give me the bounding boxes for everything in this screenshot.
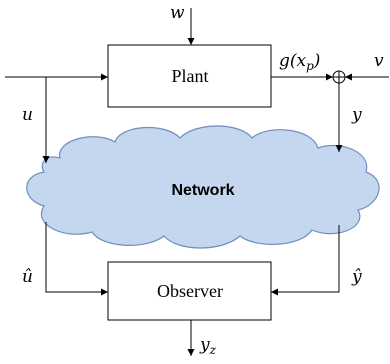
u-label: u — [22, 105, 33, 125]
u-hat-label: û — [22, 267, 33, 287]
y-hat-label: ŷ — [351, 267, 362, 287]
y-hat-arrow — [271, 225, 340, 296]
network-label: Network — [171, 182, 234, 199]
plant-label: Plant — [171, 66, 208, 86]
g-label: g(xp) — [279, 51, 320, 73]
network-cloud — [26, 125, 380, 249]
yz-label: yz — [199, 335, 217, 357]
y-label: y — [351, 105, 362, 125]
w-label: w — [170, 3, 185, 23]
u-hat-arrow — [45, 222, 108, 296]
plant-block — [107, 44, 272, 108]
observer-block — [107, 261, 272, 321]
v-label: v — [374, 51, 384, 71]
observer-label: Observer — [157, 281, 223, 301]
